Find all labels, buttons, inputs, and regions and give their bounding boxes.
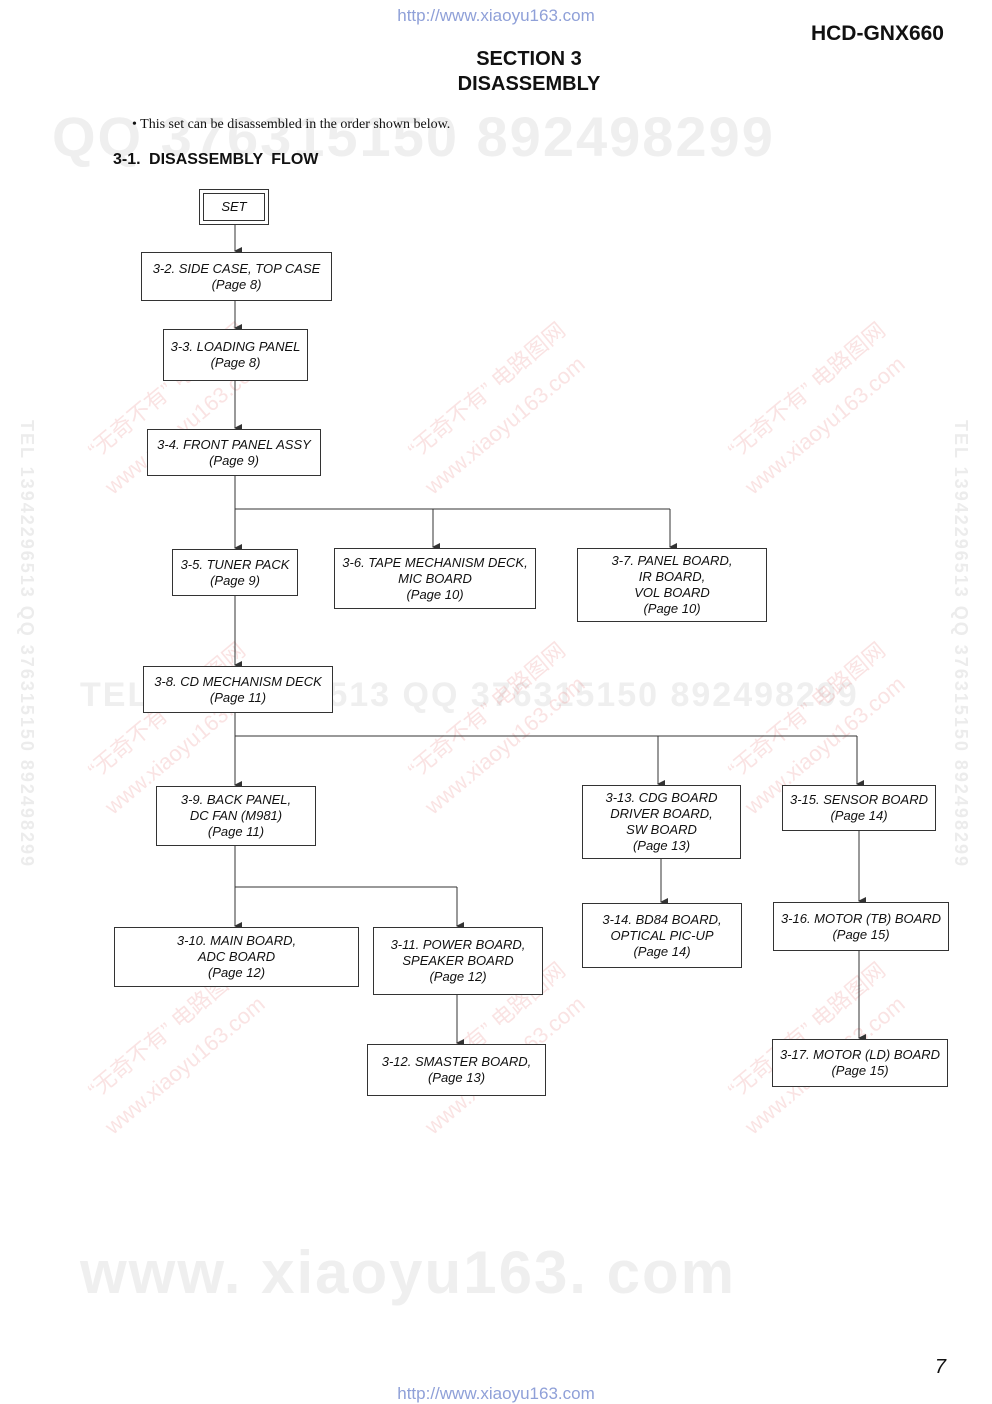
- flow-box-label: 3-14. BD84 BOARD,: [602, 911, 722, 927]
- section-number: SECTION 3: [476, 48, 582, 70]
- flow-heading: 3-1. DISASSEMBLY FLOW: [113, 151, 319, 168]
- flow-box-page: (Page 12): [207, 965, 266, 980]
- flow-box-page: (Page 9): [209, 452, 259, 468]
- flow-box-label: VOL BOARD: [634, 585, 710, 600]
- flow-box-3-10: 3-10. MAIN BOARD, ADC BOARD (Page 12): [114, 927, 359, 987]
- flow-box-page: (Page 8): [211, 276, 262, 292]
- flow-box-label: 3-2. SIDE CASE, TOP CASE: [152, 260, 321, 276]
- flow-box-3-13: 3-13. CDG BOARD DRIVER BOARD, SW BOARD (…: [582, 785, 741, 859]
- flow-box-3-12: 3-12. SMASTER BOARD, (Page 13): [367, 1044, 546, 1096]
- flow-box-label: OPTICAL PIC-UP: [610, 927, 714, 943]
- flow-box-3-11: 3-11. POWER BOARD, SPEAKER BOARD (Page 1…: [373, 927, 543, 995]
- flow-box-page: (Page 15): [832, 926, 890, 942]
- flow-box-3-2: 3-2. SIDE CASE, TOP CASE (Page 8): [141, 252, 332, 301]
- flow-box-label: 3-11. POWER BOARD,: [390, 937, 526, 952]
- flow-box-label: 3-4. FRONT PANEL ASSY: [157, 436, 311, 452]
- flow-box-page: (Page 12): [429, 969, 487, 984]
- flow-box-label: SW BOARD: [626, 822, 697, 837]
- flow-box-3-8: 3-8. CD MECHANISM DECK (Page 11): [143, 666, 333, 713]
- flow-box-page: (Page 8): [210, 355, 261, 370]
- flow-box-page: (Page 15): [831, 1063, 889, 1078]
- flow-box-label: DC FAN (M981): [189, 808, 283, 823]
- model-number: HCD-GNX660: [810, 22, 944, 45]
- flow-box-3-14: 3-14. BD84 BOARD, OPTICAL PIC-UP (Page 1…: [582, 903, 742, 968]
- watermark-vertical-right: TEL 13942296513 QQ 376315150 892498299: [951, 420, 971, 868]
- flow-box-page: (Page 11): [207, 824, 265, 839]
- flow-box-page: (Page 13): [632, 838, 691, 853]
- flow-box-label: 3-10. MAIN BOARD,: [176, 933, 297, 948]
- flow-box-label: 3-17. MOTOR (LD) BOARD: [779, 1047, 941, 1062]
- flow-box-page: (Page 10): [643, 601, 701, 616]
- watermark-vertical-left: TEL 13942296513 QQ 376315150 892498299: [17, 420, 37, 868]
- flow-box-3-15: 3-15. SENSOR BOARD (Page 14): [782, 785, 936, 831]
- flow-box-page: (Page 9): [210, 572, 260, 588]
- flow-box-label: MIC BOARD: [398, 570, 472, 586]
- flow-box-label: IR BOARD,: [638, 569, 706, 584]
- flow-box-3-17: 3-17. MOTOR (LD) BOARD (Page 15): [772, 1039, 948, 1087]
- flow-box-3-6: 3-6. TAPE MECHANISM DECK, MIC BOARD (Pag…: [334, 548, 536, 609]
- intro-note: • This set can be disassembled in the or…: [132, 117, 451, 132]
- flow-box-label: 3-6. TAPE MECHANISM DECK,: [342, 554, 528, 570]
- flow-box-3-4: 3-4. FRONT PANEL ASSY (Page 9): [147, 429, 321, 476]
- flow-box-label: 3-5. TUNER PACK: [180, 556, 290, 572]
- flow-box-page: (Page 14): [830, 808, 888, 823]
- page-number: 7: [934, 1356, 946, 1378]
- flow-box-label: 3-13. CDG BOARD: [605, 790, 718, 805]
- flow-box-3-5: 3-5. TUNER PACK (Page 9): [172, 549, 298, 596]
- flow-box-page: (Page 11): [209, 689, 267, 705]
- flow-box-label: 3-12. SMASTER BOARD,: [381, 1054, 532, 1069]
- flow-box-label: ADC BOARD: [197, 949, 276, 964]
- flow-box-3-3: 3-3. LOADING PANEL (Page 8): [163, 329, 308, 381]
- flow-box-3-9: 3-9. BACK PANEL, DC FAN (M981) (Page 11): [156, 786, 316, 846]
- flow-box-label: SPEAKER BOARD: [402, 953, 514, 968]
- flow-box-label: 3-8. CD MECHANISM DECK: [154, 673, 322, 689]
- flow-box-page: (Page 13): [427, 1070, 486, 1085]
- flow-box-label: 3-15. SENSOR BOARD: [790, 792, 928, 807]
- flow-box-page: (Page 10): [406, 586, 464, 602]
- flow-box-label: DRIVER BOARD,: [610, 806, 713, 821]
- flow-box-label: 3-16. MOTOR (TB) BOARD: [780, 910, 942, 926]
- watermark-site: www. xiaoyu163. com: [80, 1239, 737, 1306]
- flow-box-3-16: 3-16. MOTOR (TB) BOARD (Page 15): [773, 902, 949, 951]
- flow-box-set: SET: [199, 189, 269, 225]
- flow-box-page: (Page 14): [633, 943, 691, 959]
- section-title: DISASSEMBLY: [457, 73, 601, 95]
- flow-box-3-7: 3-7. PANEL BOARD, IR BOARD, VOL BOARD (P…: [577, 548, 767, 622]
- watermark-qq: QQ 376315150 892498299: [52, 105, 775, 168]
- flow-box-label: 3-3. LOADING PANEL: [170, 339, 301, 354]
- flow-box-label: 3-9. BACK PANEL,: [180, 792, 292, 807]
- flow-box-label: SET: [221, 199, 247, 214]
- top-url-link[interactable]: http://www.xiaoyu163.com: [397, 6, 595, 25]
- flow-box-label: 3-7. PANEL BOARD,: [611, 553, 733, 568]
- bottom-url-link[interactable]: http://www.xiaoyu163.com: [397, 1384, 595, 1403]
